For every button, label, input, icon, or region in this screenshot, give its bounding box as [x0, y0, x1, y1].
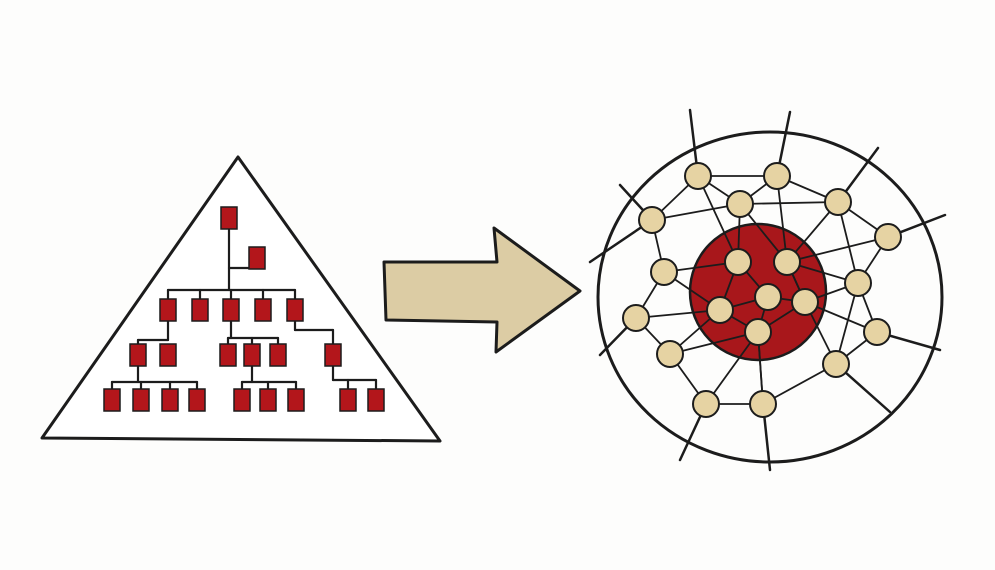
core-node — [744, 318, 772, 346]
org-box — [269, 343, 287, 367]
network-node — [749, 390, 777, 418]
core-node — [724, 248, 752, 276]
org-box — [254, 298, 272, 322]
org-box — [233, 388, 251, 412]
pyramid-outline — [40, 155, 442, 443]
org-box — [259, 388, 277, 412]
network-node — [726, 190, 754, 218]
org-box — [188, 388, 206, 412]
org-box — [287, 388, 305, 412]
core-node — [754, 283, 782, 311]
network-node — [824, 188, 852, 216]
hierarchy-pyramid — [40, 155, 442, 443]
org-box — [159, 343, 177, 367]
network-node — [656, 340, 684, 368]
network-node — [638, 206, 666, 234]
org-box — [367, 388, 385, 412]
network-node — [822, 350, 850, 378]
network-node — [863, 318, 891, 346]
network-edge — [669, 331, 759, 355]
network-node — [844, 269, 872, 297]
org-box — [222, 298, 240, 322]
network-node — [763, 162, 791, 190]
org-box — [161, 388, 179, 412]
network-edge — [786, 236, 889, 263]
arrow-shape — [382, 226, 582, 354]
network-edge — [635, 309, 721, 319]
core-node — [773, 248, 801, 276]
core-node — [706, 296, 734, 324]
network-edge — [776, 175, 788, 263]
org-box — [248, 246, 266, 270]
org-box — [286, 298, 304, 322]
org-box — [159, 298, 177, 322]
network-node — [622, 304, 650, 332]
network-node — [874, 223, 902, 251]
org-box — [129, 343, 147, 367]
network-edge — [739, 201, 839, 205]
org-box — [219, 343, 237, 367]
core-node — [791, 288, 819, 316]
transformation-arrow — [382, 226, 582, 354]
network-diagram — [588, 108, 947, 472]
network-node — [692, 390, 720, 418]
network-node — [684, 162, 712, 190]
org-box — [191, 298, 209, 322]
org-box — [324, 343, 342, 367]
org-box — [132, 388, 150, 412]
org-box — [243, 343, 261, 367]
org-box — [103, 388, 121, 412]
network-edge — [651, 203, 741, 221]
network-edge — [697, 175, 739, 263]
org-box — [339, 388, 357, 412]
network-node — [650, 258, 678, 286]
network-edge — [705, 331, 759, 405]
org-box — [220, 206, 238, 230]
